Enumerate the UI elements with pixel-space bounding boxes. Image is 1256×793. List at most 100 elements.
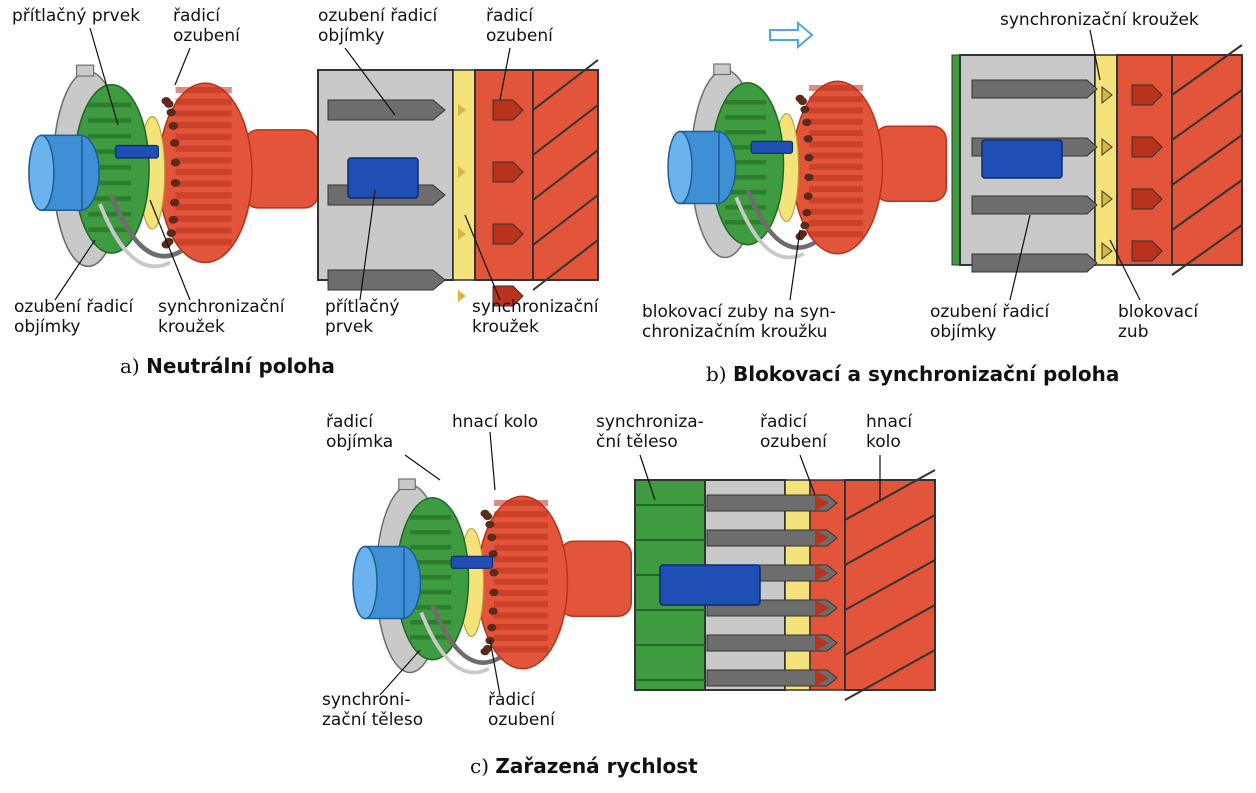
panel-c-gear-hatch: [844, 604, 936, 656]
panel-a-gear-tooth: [175, 168, 232, 176]
panel-a-gear-tooth: [175, 204, 232, 211]
panel-b-gear-dog: [1131, 84, 1163, 106]
label-b-synchro-krouzek-top: synchronizační kroužek: [1000, 10, 1199, 30]
panel-a-hub-spline: [88, 118, 132, 123]
leader-a-synchro: [149, 199, 191, 301]
panel-c-dog-tooth: [815, 565, 829, 581]
panel-c-sleeve-tooth: [706, 669, 838, 687]
panel-b-gear-tooth: [809, 208, 863, 215]
panel-c-dog-tooth: [488, 550, 498, 558]
panel-c-gear-hatch: [844, 469, 936, 521]
leader-c-schema-synchro: [639, 454, 656, 501]
panel-a-gear-tooth: [175, 110, 232, 117]
panel-b-hub-edge: [951, 54, 961, 266]
panel-a-sleeve-tooth: [327, 99, 446, 121]
leader-c-radici: [489, 639, 501, 696]
panel-c-dog-tooth: [489, 588, 499, 597]
panel-b-schema: [951, 44, 1243, 276]
caption-b: b) Blokovací a synchronizační poloha: [706, 362, 1119, 386]
panel-a-gear-dog: [492, 99, 524, 121]
panel-c-sleeve-arc2: [419, 611, 490, 675]
panel-c-hub-spline: [410, 515, 452, 520]
panel-a-gear-tooth: [175, 192, 232, 199]
caption-c-letter: c): [470, 754, 490, 778]
panel-c-hub-spline: [410, 605, 452, 610]
panel-a-gear-tooth: [175, 215, 232, 222]
label-b-ozubeni-objimky: ozubení řadicí objímky: [930, 302, 1050, 342]
panel-a-gear-dog: [492, 223, 524, 245]
panel-c-blue-shaft-end: [352, 545, 378, 620]
panel-c-dog-tooth: [485, 520, 495, 529]
panel-c-gear-tooth: [494, 545, 548, 551]
panel-b-gear-tooth: [809, 118, 863, 125]
leader-a-schema-synchro: [464, 214, 501, 301]
panel-c-gear-tooth: [494, 623, 548, 630]
panel-b-hub-spline: [725, 160, 767, 165]
panel-a-schema: [317, 59, 599, 307]
panel-a-gear-tooth: [175, 239, 232, 246]
panel-a-dog-tooth: [170, 179, 181, 187]
panel-b-dog-tooth: [800, 105, 810, 114]
panel-b-sleeve-arc: [745, 189, 817, 250]
panel-b-gear-tooth: [809, 85, 863, 91]
panel-b-gear-hatch: [1171, 224, 1243, 276]
panel-a-sleeve-arc2: [98, 203, 171, 269]
panel-c-dog-tooth: [815, 495, 829, 511]
panel-b-sleeve-notch: [713, 63, 731, 76]
label-c-hnaci-kolo-schema: hnací kolo: [866, 412, 913, 452]
panel-c-gear-tooth: [494, 533, 548, 540]
panel-a-sleeve-tooth: [327, 269, 446, 291]
panel-c-gear-tooth: [494, 500, 548, 506]
panel-a-key-section: [347, 157, 419, 199]
panel-b-gear-tooth: [809, 163, 863, 170]
panel-a-dog-tooth: [168, 121, 178, 130]
panel-a-shaft-stub: [243, 129, 320, 209]
panel-a-dog-tooth: [170, 139, 180, 147]
panel-a-hub-spline: [88, 133, 132, 139]
label-a-ozubeni-objimky-schema: ozubení řadicí objímky: [318, 6, 438, 46]
leader-c-schema-radici: [799, 454, 816, 496]
panel-a-gear-tooth: [175, 145, 232, 152]
label-c-radici-ozubeni-bottom: řadicí ozubení: [488, 690, 555, 730]
panel-a-sleeve-arc: [109, 195, 184, 259]
leader-b-ozubeni: [1009, 214, 1031, 301]
panel-c-shaft-stub: [559, 540, 632, 617]
panel-a-gear-hatch: [532, 149, 599, 201]
panel-b-gear-tooth: [809, 220, 863, 226]
panel-c-dog-tooth: [487, 623, 497, 632]
panel-b-hub-spline: [725, 190, 767, 195]
panel-a-dog-tooth: [164, 100, 174, 108]
panel-c-dog-tooth: [488, 607, 498, 615]
panel-c-assembly: [352, 478, 632, 675]
panel-b-ring-tooth: [1101, 85, 1113, 105]
panel-b-dog-tooth: [802, 208, 812, 217]
panel-b-gear-tooth: [809, 96, 863, 103]
leader-a-radici: [174, 47, 191, 86]
panel-a-hub-spline: [88, 149, 132, 155]
panel-b-ring-tooth: [1101, 241, 1113, 261]
panel-c-key-section: [659, 564, 761, 606]
label-a-ozubeni-objimky-bottom: ozubení řadicí objímky: [14, 297, 134, 337]
panel-b-thrust-key: [750, 140, 794, 154]
panel-b-dog-tooth: [804, 173, 814, 182]
panel-a-gear-tooth: [175, 133, 232, 141]
panel-b-shaft-stub: [874, 125, 947, 202]
panel-b-sleeve-tooth: [971, 253, 1098, 273]
panel-c-hub-spline: [410, 530, 452, 535]
panel-a-assembly: [28, 64, 320, 269]
panel-a-hub-spline: [88, 165, 132, 170]
leader-b-blokovaci-zuby: [789, 229, 801, 301]
caption-c-title: Zařazená rychlost: [495, 754, 698, 778]
panel-c-gear: [476, 495, 569, 670]
panel-b-dog-tooth: [802, 118, 812, 127]
panel-b-hub-spline: [725, 115, 767, 120]
panel-c-dog-tooth: [487, 533, 497, 542]
panel-c-gear-tooth: [494, 511, 548, 518]
label-c-synchro-teleso-bottom: synchroni- zační těleso: [322, 690, 424, 730]
panel-b-gear: [791, 80, 884, 255]
panel-b-gear-tooth: [809, 175, 863, 181]
panel-a-gear-hatch: [532, 239, 599, 291]
panel-c-gear-tooth: [494, 590, 548, 596]
panel-c-gear-tooth: [494, 567, 548, 574]
panel-a-hub-spline: [88, 211, 132, 217]
